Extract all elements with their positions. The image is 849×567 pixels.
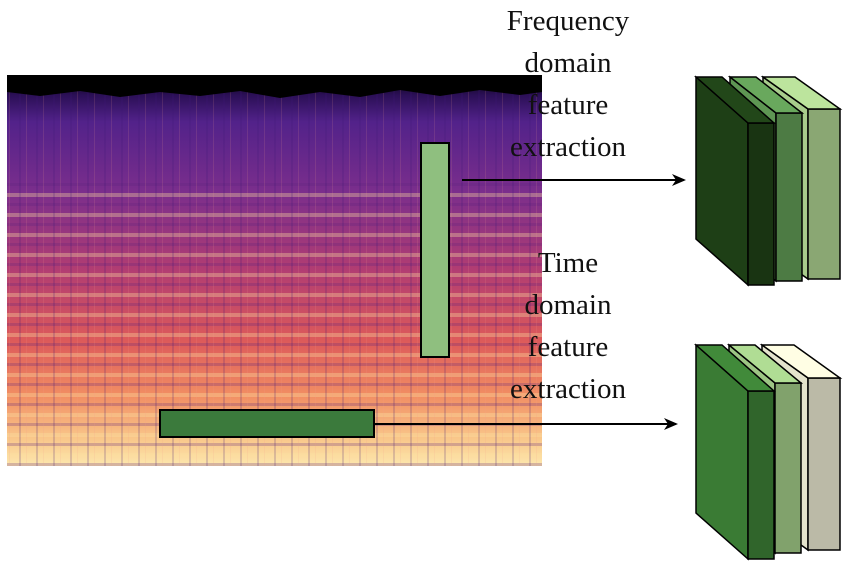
label-line: extraction	[510, 131, 626, 163]
feature-map-top	[760, 76, 843, 110]
feature-map-side	[775, 112, 803, 282]
feature-map-top	[694, 344, 776, 392]
feature-map-top	[759, 344, 843, 379]
time-window	[159, 409, 375, 438]
feature-map-side	[774, 382, 802, 554]
label-line: feature	[527, 331, 609, 363]
feature-map-side	[807, 377, 841, 551]
frequency-domain-feature-extraction-label: Frequency domain feature extraction	[470, 0, 666, 168]
time-domain-feature-extraction-label: Time domain feature extraction	[470, 242, 666, 410]
frequency-feature-map-stack-icon	[694, 75, 843, 287]
time-feature-map-stack-icon	[694, 343, 843, 561]
label-line: extraction	[510, 373, 626, 405]
feature-map-side	[807, 108, 841, 280]
label-line: Time	[537, 247, 599, 279]
frequency-window	[420, 142, 450, 358]
label-line: Frequency	[506, 5, 630, 37]
feature-map-side	[747, 390, 775, 560]
feature-map-top	[694, 76, 776, 124]
feature-map-top	[726, 344, 804, 384]
feature-map-side	[747, 122, 775, 286]
spectrogram-image	[7, 75, 542, 466]
label-line: feature	[527, 89, 609, 121]
label-line: domain	[524, 289, 612, 321]
feature-map-top	[727, 76, 805, 114]
label-line: domain	[524, 47, 612, 79]
